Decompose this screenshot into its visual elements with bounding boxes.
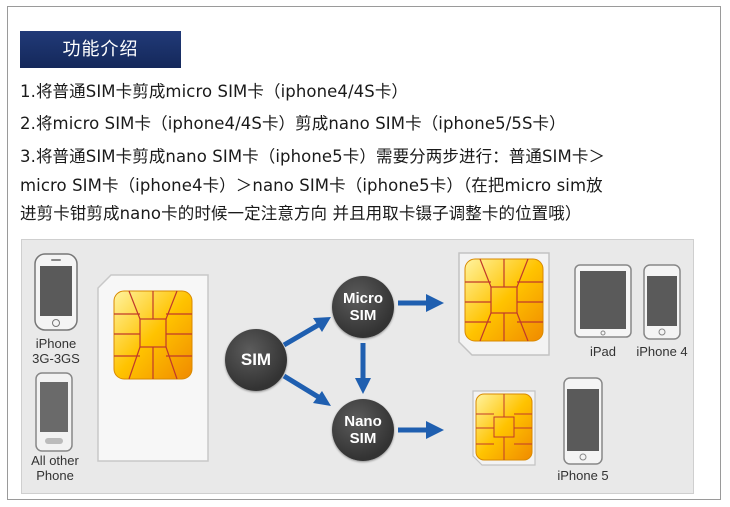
iphone-3g-icon [34,253,78,331]
other-phone-icon [35,372,73,452]
iphone-3g-label: iPhone 3G-3GS [28,336,84,366]
flow-arrows [282,294,444,439]
arrow-micro-to-nano [355,343,371,394]
nano-node-line1: Nano [344,413,382,430]
arrow-to-micro-card [398,294,444,312]
instruction-line-3: 3.将普通SIM卡剪成nano SIM卡（iphone5卡）需要分两步进行：普通… [20,147,606,166]
other-phone-label: All other Phone [24,453,86,483]
nano-sim-card [472,390,536,466]
instruction-line-5: 进剪卡钳剪成nano卡的时候一定注意方向 并且用取卡镊子调整卡的位置哦） [20,204,582,223]
standard-sim-card [97,274,209,462]
micro-node-line1: Micro [342,290,383,307]
other-phone-label-line2: Phone [36,468,74,483]
instruction-line-4: micro SIM卡（iphone4卡）＞nano SIM卡（iphone5卡）… [20,176,603,195]
iphone-4-icon [643,264,681,340]
ipad-label: iPad [589,344,617,359]
arrow-sim-to-micro [282,317,331,348]
sim-diagram-panel: iPhone 3G-3GS All other Phone SIM Micro … [21,239,694,494]
ipad-icon [574,264,632,338]
sim-node-label: SIM [240,350,272,369]
section-title: 功能介绍 [20,31,181,68]
instruction-line-2: 2.将micro SIM卡（iphone4/4S卡）剪成nano SIM卡（ip… [20,114,566,133]
sim-node: SIM [225,329,287,391]
micro-sim-node: Micro SIM [332,276,394,338]
iphone-3g-label-line1: iPhone [35,336,77,351]
iphone-5-label: iPhone 5 [557,468,609,483]
nano-node-line2: SIM [349,430,377,447]
iphone-3g-label-line2: 3G-3GS [32,351,80,366]
other-phone-label-line1: All other [31,453,79,468]
iphone-4-label: iPhone 4 [636,344,688,359]
micro-node-line2: SIM [349,307,377,324]
arrow-to-nano-card [398,421,444,439]
instruction-line-1: 1.将普通SIM卡剪成micro SIM卡（iphone4/4S卡） [20,82,409,101]
arrow-sim-to-nano [282,373,331,406]
micro-sim-card [458,252,550,356]
nano-sim-node: Nano SIM [332,399,394,461]
iphone-5-icon [563,377,603,465]
